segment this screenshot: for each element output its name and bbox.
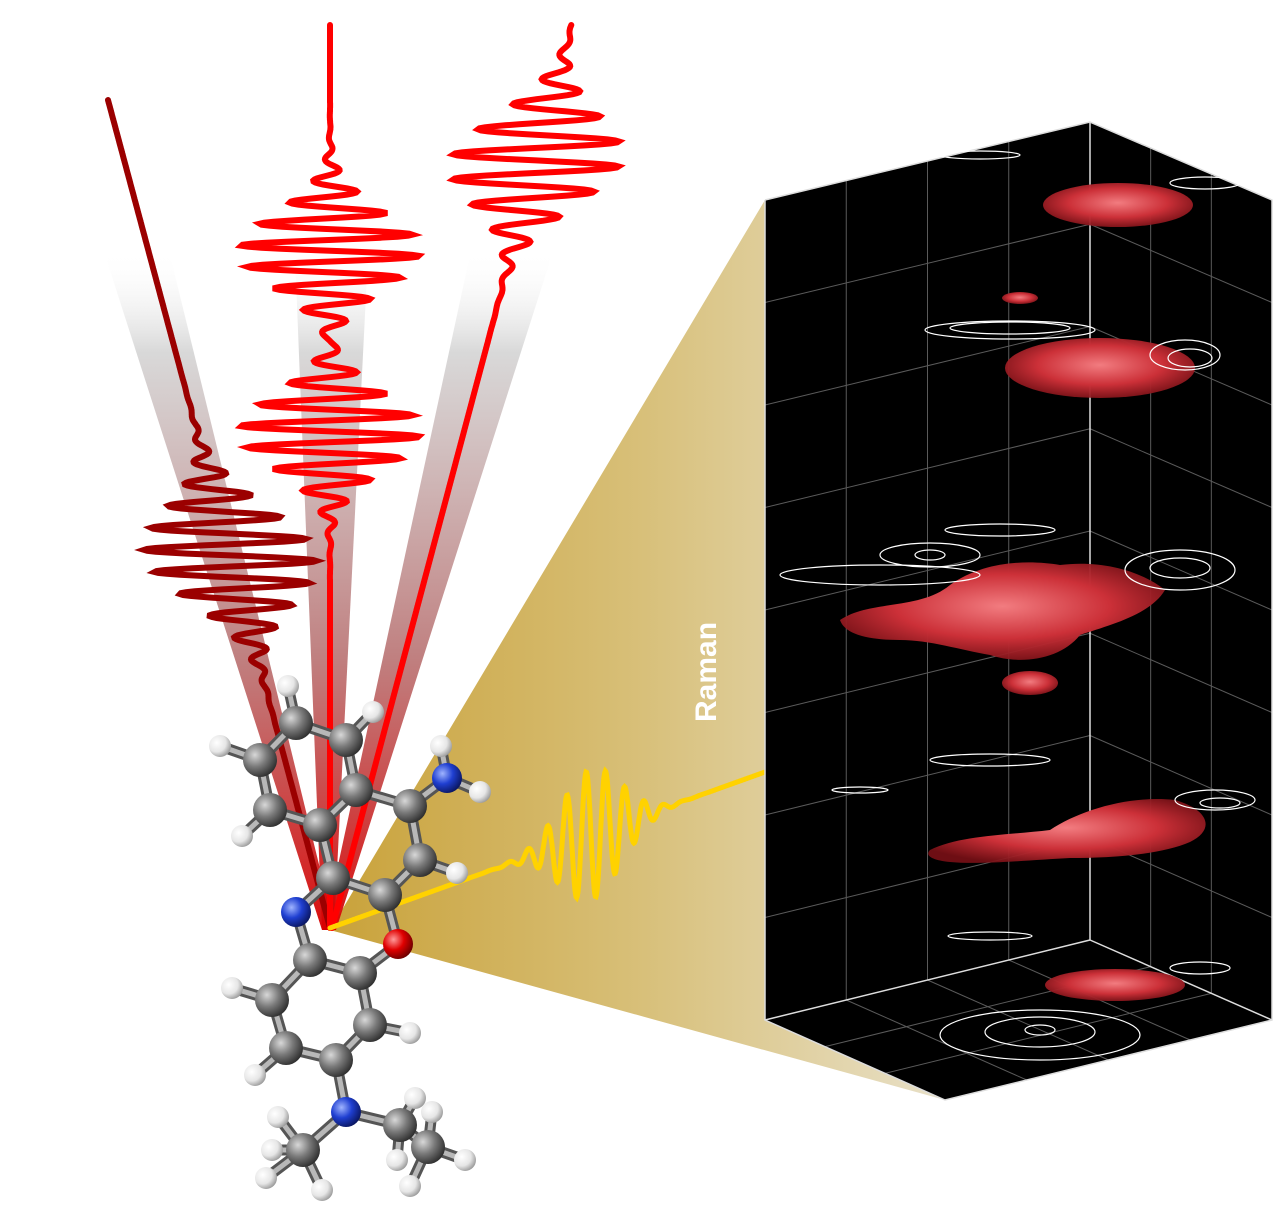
cube-edge-bottom-left <box>764 939 1091 1021</box>
hydrogen-atom <box>209 735 231 757</box>
contour-lines <box>779 150 1256 1061</box>
nitrogen-atom <box>331 1097 361 1127</box>
hydrogen-atom <box>231 825 253 847</box>
raman-signal <box>327 766 768 931</box>
hydrogen-atom <box>261 1139 283 1161</box>
hydrogen-atom <box>255 1167 277 1189</box>
grid-line <box>764 326 1091 406</box>
carbon-atom <box>411 1130 445 1164</box>
grid-line <box>764 223 1091 303</box>
carbon-atom <box>303 808 337 842</box>
hydrogen-atom <box>404 1087 426 1109</box>
volume-blobs <box>840 183 1206 1001</box>
contour <box>1124 549 1236 591</box>
carbon-atom <box>319 1043 353 1077</box>
contour <box>984 1016 1096 1048</box>
beam-shaft-right <box>324 255 552 930</box>
contour <box>1149 557 1211 579</box>
hydrogen-atom <box>469 781 491 803</box>
contour <box>939 150 1021 160</box>
contour <box>779 564 981 586</box>
laser-beams <box>105 22 626 931</box>
contour <box>879 542 981 568</box>
hydrogen-atom <box>221 977 243 999</box>
nitrogen-atom <box>432 763 462 793</box>
carbon-atom <box>255 983 289 1017</box>
carbon-atom <box>353 1008 387 1042</box>
raman-axis-label: Raman <box>690 622 723 722</box>
carbon-atom <box>368 878 402 912</box>
carbon-atom <box>316 861 350 895</box>
hydrogen-atom <box>311 1179 333 1201</box>
hydrogen-atom <box>446 862 468 884</box>
hydrogen-atom <box>454 1149 476 1171</box>
hydrogen-atom <box>386 1149 408 1171</box>
contour <box>1199 797 1241 809</box>
carbon-atom <box>269 1031 303 1065</box>
grid-line <box>1089 632 1273 713</box>
volume-blob <box>928 799 1206 863</box>
hydrogen-atom <box>267 1106 289 1128</box>
grid-line <box>764 735 1091 816</box>
grid-line <box>1089 735 1273 816</box>
carbon-atom <box>329 723 363 757</box>
contour <box>831 786 889 794</box>
hydrogen-atom <box>244 1064 266 1086</box>
contour <box>1174 789 1256 811</box>
carbon-atom <box>279 706 313 740</box>
volume-blob <box>840 562 1165 660</box>
raman-signal-wave <box>327 766 768 931</box>
grid-line <box>764 530 1091 611</box>
hydrogen-atom <box>277 675 299 697</box>
contour <box>1167 348 1213 368</box>
hydrogen-atom <box>399 1175 421 1197</box>
hydrogen-atom <box>421 1101 443 1123</box>
contour <box>949 321 1071 335</box>
carbon-atom <box>343 956 377 990</box>
volume-blob <box>1005 338 1195 398</box>
contour <box>924 320 1096 340</box>
laser-beam-2 <box>234 22 426 931</box>
contour <box>1169 961 1231 975</box>
grid-line <box>764 428 1091 508</box>
carbon-atom <box>293 943 327 977</box>
molecule <box>209 675 491 1201</box>
contour <box>1149 339 1221 371</box>
grid-line <box>1089 530 1273 611</box>
carbon-atom <box>253 793 287 827</box>
carbon-atom <box>383 1108 417 1142</box>
grid-line <box>846 999 1027 1081</box>
contour <box>939 1009 1141 1061</box>
carbon-atom <box>243 743 277 777</box>
grid-line <box>927 979 1109 1061</box>
grid-line <box>1089 223 1273 303</box>
contour <box>1024 1024 1056 1036</box>
contour <box>947 931 1033 941</box>
carbon-atom <box>286 1133 320 1167</box>
oxygen-atom <box>383 929 413 959</box>
carbon-atom <box>393 789 427 823</box>
laser-beam-3 <box>329 22 626 931</box>
contour <box>914 549 946 561</box>
volume-blob <box>1045 969 1185 1001</box>
volume-blob <box>1002 292 1038 304</box>
carbon-atom <box>403 843 437 877</box>
spectrum-cube <box>764 121 1273 1101</box>
volume-blob <box>1043 183 1193 227</box>
contour <box>1169 176 1241 190</box>
hydrogen-atom <box>430 735 452 757</box>
nitrogen-atom <box>281 897 311 927</box>
carbon-atom <box>339 773 373 807</box>
contour <box>929 753 1051 767</box>
hydrogen-atom <box>362 701 384 723</box>
grid-line <box>1089 428 1273 508</box>
volume-blob <box>1002 671 1058 695</box>
laser-beam-1 <box>105 97 333 931</box>
grid-line <box>884 992 1212 1074</box>
contour <box>944 523 1056 537</box>
hydrogen-atom <box>399 1022 421 1044</box>
cube-edges <box>764 121 1273 1101</box>
